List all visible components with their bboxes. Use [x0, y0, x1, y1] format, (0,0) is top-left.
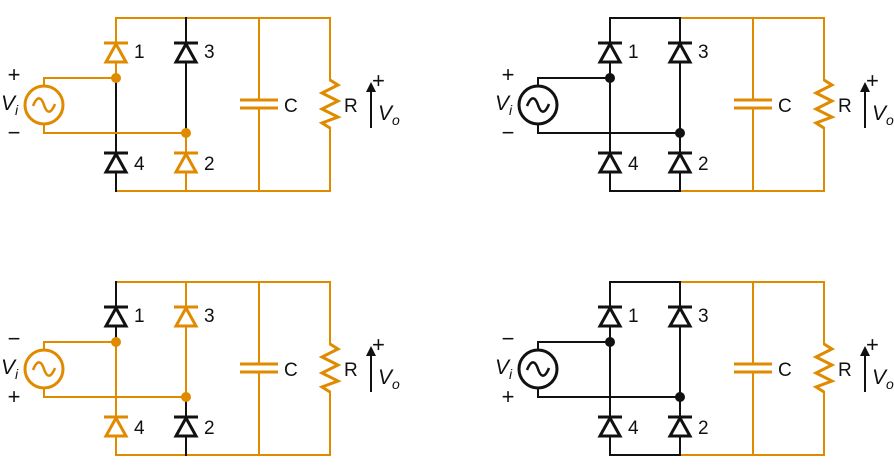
input-voltage-subscript: i: [15, 366, 19, 382]
junction-dot-right: [181, 128, 191, 138]
diode-2-label: 2: [698, 154, 709, 175]
diode-4-label: 4: [134, 418, 145, 439]
resistor-zigzag: [318, 342, 342, 394]
diode-3-label: 3: [204, 306, 215, 327]
diode-3-label: 3: [698, 306, 709, 327]
input-voltage-label: V: [495, 92, 511, 115]
output-arrow-head: [366, 82, 376, 92]
input-top-polarity-sign: −: [8, 326, 21, 351]
diode-1-label: 1: [134, 306, 145, 327]
sine-wave-icon: [31, 97, 57, 113]
input-bottom-polarity-sign: +: [8, 384, 21, 409]
sine-wave-icon: [31, 361, 57, 377]
diode-4-symbol: [103, 414, 129, 438]
diode-2-label: 2: [698, 418, 709, 439]
resistor-label: R: [344, 96, 358, 117]
diode-2-label: 2: [204, 154, 215, 175]
diode-3-symbol: [667, 40, 693, 64]
junction-dot-right: [181, 392, 191, 402]
ac-source-icon: [517, 84, 559, 126]
diode-1-label: 1: [134, 42, 145, 63]
input-top-polarity-sign: +: [502, 62, 515, 87]
input-bottom-polarity-sign: −: [8, 120, 21, 145]
diode-4-label: 4: [628, 154, 639, 175]
output-plus-sign: +: [866, 68, 879, 93]
diode-1-symbol: [597, 304, 623, 328]
diode-4-label: 4: [134, 154, 145, 175]
diode-3-symbol: [667, 304, 693, 328]
output-plus-sign: +: [866, 332, 879, 357]
output-voltage-subscript: o: [886, 376, 894, 392]
output-voltage-subscript: o: [392, 112, 400, 128]
diode-2-symbol: [173, 150, 199, 174]
capacitor-label: C: [284, 96, 298, 117]
diode-1-symbol: [597, 40, 623, 64]
output-plus-sign: +: [372, 68, 385, 93]
input-voltage-subscript: i: [509, 102, 513, 118]
input-voltage-subscript: i: [509, 366, 513, 382]
diode-3-label: 3: [204, 42, 215, 63]
output-arrow-head: [860, 82, 870, 92]
output-plus-sign: +: [372, 332, 385, 357]
diode-4-symbol: [597, 414, 623, 438]
diode-1-symbol: [103, 304, 129, 328]
output-arrow-head: [366, 346, 376, 356]
output-voltage-label: V: [872, 102, 888, 125]
diode-3-symbol: [173, 304, 199, 328]
input-voltage-label: V: [1, 92, 17, 115]
input-bottom-polarity-sign: −: [502, 120, 515, 145]
diode-2-label: 2: [204, 418, 215, 439]
junction-dot-left: [111, 337, 121, 347]
diode-4-symbol: [103, 150, 129, 174]
junction-dot-left: [605, 337, 615, 347]
output-arrow-head: [860, 346, 870, 356]
sine-wave-icon: [525, 97, 551, 113]
resistor-label: R: [344, 360, 358, 381]
resistor-label: R: [838, 96, 852, 117]
ac-source-icon: [23, 84, 65, 126]
capacitor-label: C: [778, 96, 792, 117]
junction-dot-right: [675, 128, 685, 138]
output-voltage-label: V: [872, 366, 888, 389]
diode-3-label: 3: [698, 42, 709, 63]
sine-wave-icon: [525, 361, 551, 377]
input-top-polarity-sign: −: [502, 326, 515, 351]
diode-2-symbol: [667, 414, 693, 438]
input-top-polarity-sign: +: [8, 62, 21, 87]
diode-3-symbol: [173, 40, 199, 64]
output-voltage-label: V: [378, 366, 394, 389]
resistor-zigzag: [812, 342, 836, 394]
input-voltage-label: V: [495, 356, 511, 379]
junction-dot-right: [675, 392, 685, 402]
diode-1-label: 1: [628, 306, 639, 327]
output-voltage-label: V: [378, 102, 394, 125]
junction-dot-left: [111, 73, 121, 83]
ac-source-icon: [517, 348, 559, 390]
diode-1-symbol: [103, 40, 129, 64]
output-voltage-subscript: o: [886, 112, 894, 128]
resistor-zigzag: [812, 78, 836, 130]
ac-source-icon: [23, 348, 65, 390]
capacitor-label: C: [778, 360, 792, 381]
diode-2-symbol: [173, 414, 199, 438]
resistor-label: R: [838, 360, 852, 381]
input-voltage-subscript: i: [15, 102, 19, 118]
output-voltage-subscript: o: [392, 376, 400, 392]
diode-4-label: 4: [628, 418, 639, 439]
input-voltage-label: V: [1, 356, 17, 379]
resistor-zigzag: [318, 78, 342, 130]
junction-dot-left: [605, 73, 615, 83]
diode-4-symbol: [597, 150, 623, 174]
diode-2-symbol: [667, 150, 693, 174]
capacitor-label: C: [284, 360, 298, 381]
diode-1-label: 1: [628, 42, 639, 63]
input-bottom-polarity-sign: +: [502, 384, 515, 409]
